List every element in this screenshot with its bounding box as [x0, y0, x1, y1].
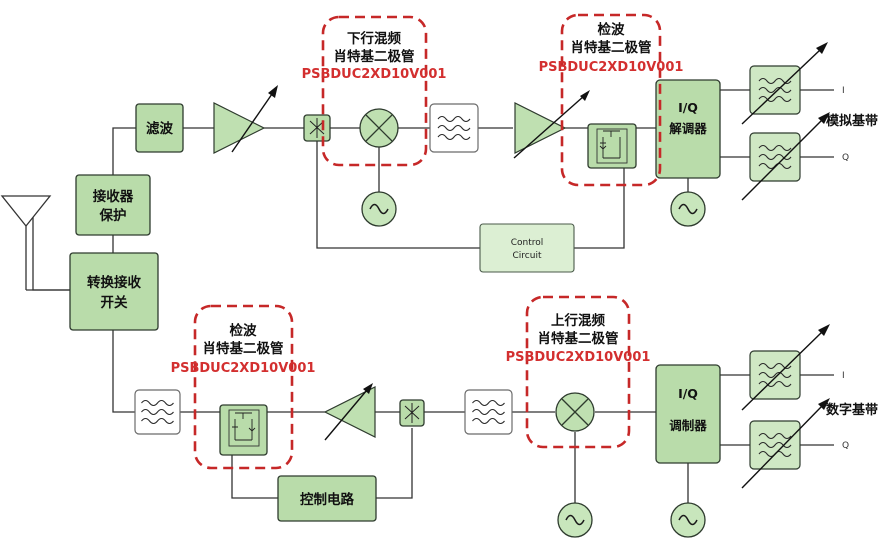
tx-power-amplifier-icon: [323, 383, 376, 441]
tx-q-label: Q: [842, 441, 849, 451]
demod-label-iq: I/Q: [678, 100, 698, 115]
rx-variable-amplifier-icon: [213, 85, 278, 154]
tx-control-circuit-label: 控制电路: [300, 491, 354, 508]
mod-label-iq: I/Q: [678, 386, 698, 401]
tx-mixer-icon: [555, 392, 595, 432]
tx-i-label: I: [842, 371, 845, 381]
tx-local-oscillator-icon: [557, 502, 593, 538]
control-circuit-line2: Circuit: [513, 251, 542, 261]
tx-mixer-callout-line1: 上行混频: [551, 312, 605, 329]
antenna-icon: [0, 195, 70, 291]
rx-local-oscillator-icon: [361, 191, 397, 227]
tx-detector-callout: 检波 肖特基二极管 PSBDUC2XD10V001: [171, 304, 316, 470]
rx-mixer-callout-part: PSBDUC2XD10V001: [302, 67, 447, 82]
tx-control-circuit-block: 控制电路: [277, 475, 377, 522]
rx-detector-callout-line1: 检波: [598, 21, 626, 38]
rx-if-amplifier-icon: [513, 90, 590, 159]
rx-q-filter-icon: [741, 112, 830, 201]
rx-mixer-callout-line2: 肖特基二极管: [334, 48, 415, 65]
rx-baseband-oscillator-icon: [670, 191, 706, 227]
filter-label: 滤波: [146, 120, 173, 137]
rx-control-circuit-block: Control Circuit: [479, 223, 575, 273]
control-circuit-line1: Control: [511, 238, 544, 248]
rx-detector-callout-part: PSBDUC2XD10V001: [539, 60, 684, 75]
switch-label-line1: 转换接收: [87, 274, 141, 291]
receiver-protection-block: 接收器 保护: [75, 174, 151, 236]
tx-detector-callout-line2: 肖特基二极管: [203, 340, 284, 357]
tx-detector-callout-part: PSBDUC2XD10V001: [171, 361, 316, 376]
rx-i-filter-icon: [741, 42, 828, 125]
demod-label-name: 解调器: [669, 121, 707, 136]
tx-wiring: [112, 330, 834, 503]
rx-bandpass-filter-block: 滤波: [135, 103, 184, 153]
rx-mixer-icon: [359, 108, 399, 148]
tx-i-filter-icon: [741, 324, 830, 411]
tx-digital-baseband-label: 数字基带: [826, 402, 878, 418]
rx-q-label: Q: [842, 153, 849, 163]
tx-if-filter-icon: [464, 389, 513, 435]
mod-label-name: 调制器: [669, 418, 707, 433]
tx-filter-icon: [134, 389, 181, 435]
tx-detector-block: [219, 404, 268, 456]
iq-demodulator-block: I/Q 解调器: [655, 79, 721, 179]
rx-wiring: [32, 89, 834, 291]
tx-baseband-oscillator-icon: [670, 502, 706, 538]
tx-q-filter-icon: [741, 398, 830, 489]
rx-detector-block: [587, 123, 637, 169]
tx-mixer-callout-part: PSBDUC2XD10V001: [506, 350, 651, 365]
rx-i-label: I: [842, 86, 845, 96]
tx-mixer-callout-line2: 肖特基二极管: [538, 330, 619, 347]
tx-detector-callout-line1: 检波: [230, 322, 257, 339]
receiver-protection-line2: 保护: [99, 207, 127, 224]
rx-mixer-callout-line1: 下行混频: [347, 30, 401, 47]
rx-if-filter-icon: [429, 103, 479, 153]
tx-attenuator-icon: [399, 399, 425, 427]
rx-attenuator-icon: [303, 114, 331, 142]
rx-analog-baseband-label: 模拟基带: [826, 113, 878, 129]
rx-detector-callout-line2: 肖特基二极管: [571, 39, 652, 56]
rx-mixer-callout: 下行混频 肖特基二极管 PSBDUC2XD10V001: [302, 15, 447, 167]
iq-modulator-block: I/Q 调制器: [655, 364, 721, 464]
receiver-protection-line1: 接收器: [93, 188, 134, 205]
tx-mixer-callout: 上行混频 肖特基二极管 PSBDUC2XD10V001: [506, 295, 651, 449]
tx-rx-switch-block: 转换接收 开关: [69, 252, 159, 331]
rx-detector-callout: 检波 肖特基二极管 PSBDUC2XD10V001: [539, 13, 684, 187]
switch-label-line2: 开关: [101, 294, 128, 311]
